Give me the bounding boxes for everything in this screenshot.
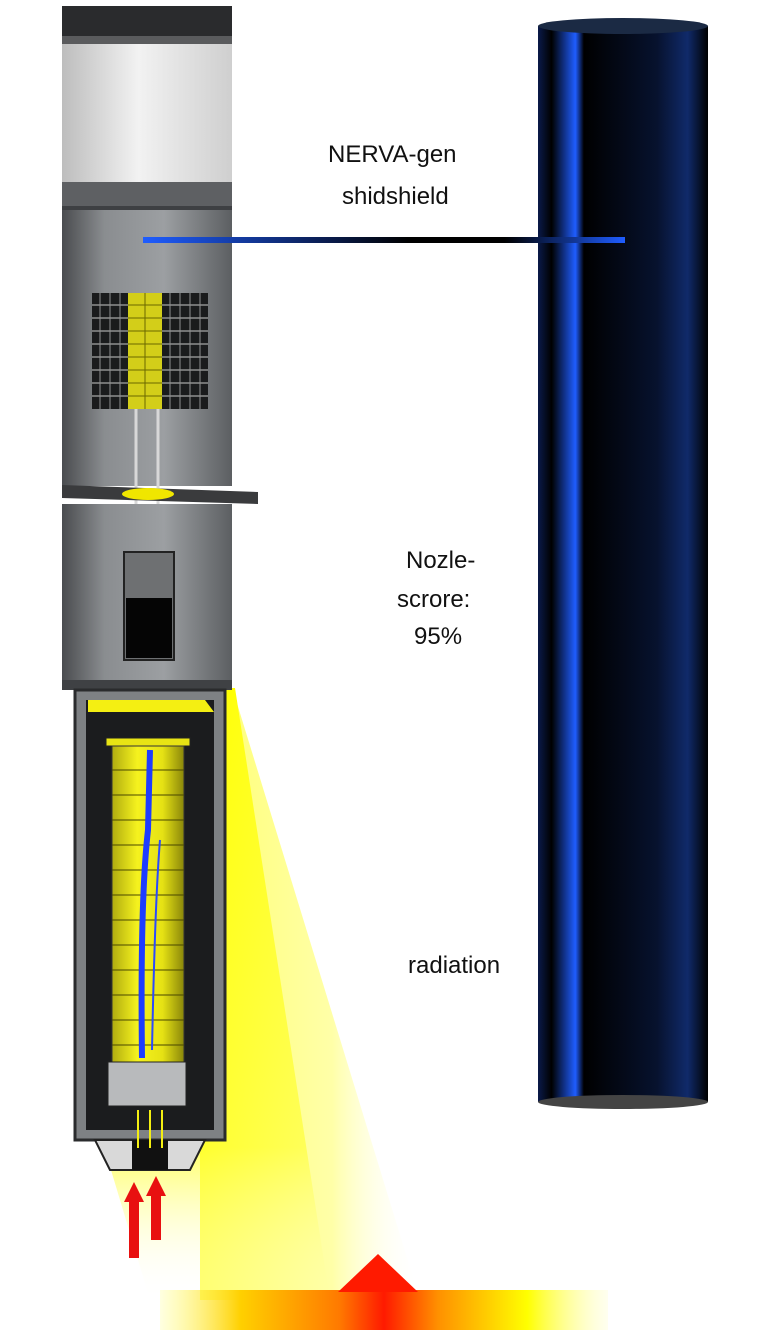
radiation-label: radiation xyxy=(408,952,501,979)
engine-top-cap xyxy=(62,6,232,182)
engine-label: NERVA-gen xyxy=(328,141,457,168)
pipe-column xyxy=(538,18,708,1109)
exhaust-arrows xyxy=(124,1176,166,1258)
nozzle-exhaust xyxy=(93,1110,207,1171)
score-label: scrore: xyxy=(397,586,471,613)
fuel-element xyxy=(123,551,175,661)
leader-lines xyxy=(143,237,625,1252)
radiation-floor xyxy=(160,1254,608,1330)
shield-label: shidshield xyxy=(342,183,449,210)
control-drum-grid xyxy=(92,293,208,409)
shield-plate xyxy=(62,485,258,504)
score-value: 95% xyxy=(414,623,463,650)
nozzle-label: Nozle- xyxy=(406,547,476,574)
reactor-core xyxy=(105,737,191,1107)
